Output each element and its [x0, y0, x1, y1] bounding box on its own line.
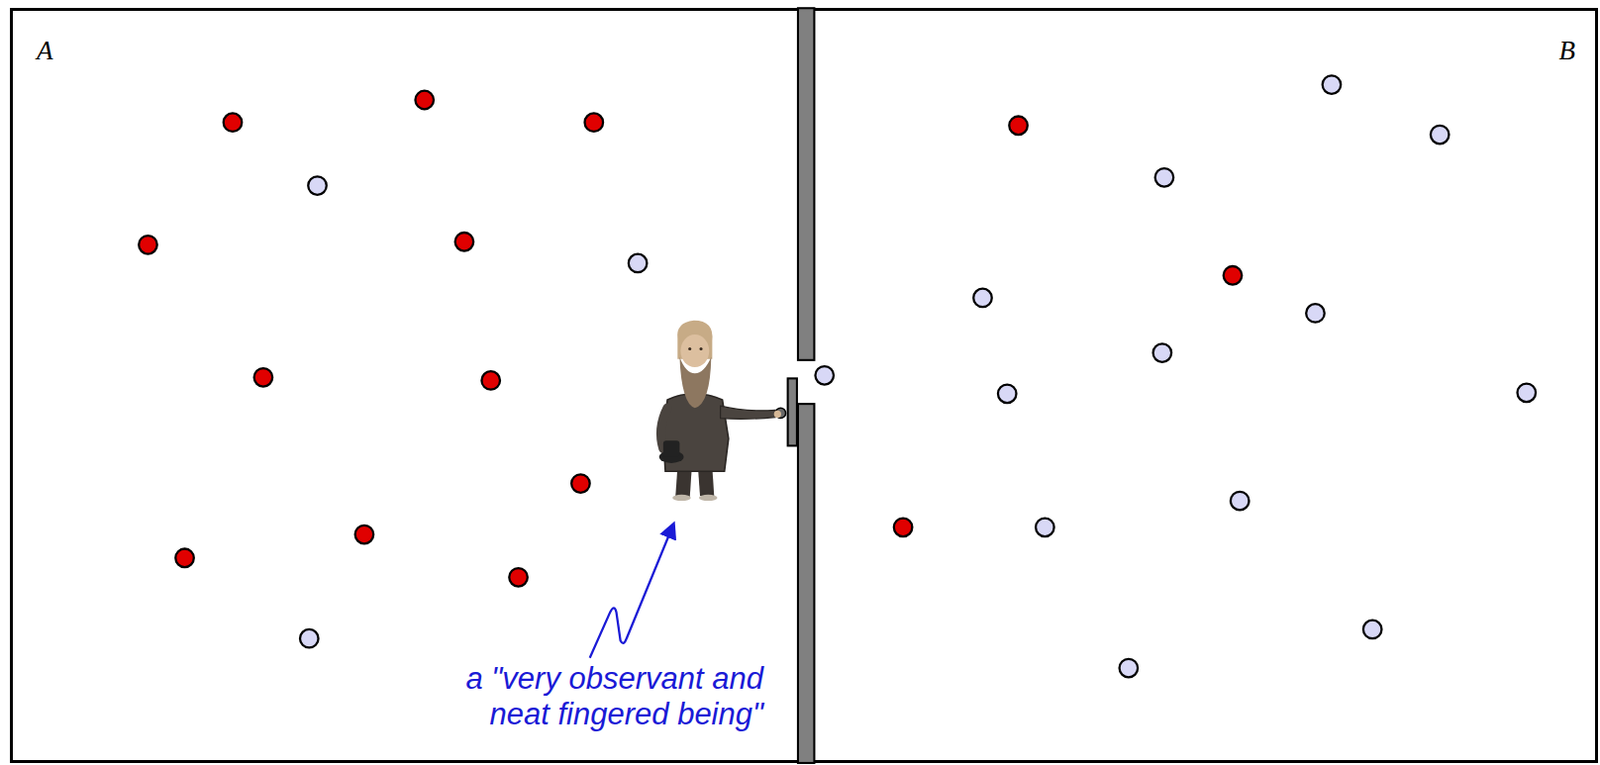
hot-molecule	[254, 368, 274, 388]
pointer-arrow	[590, 524, 675, 659]
trapdoor	[788, 378, 798, 446]
demon-figure	[659, 320, 782, 501]
wall-upper	[798, 7, 814, 361]
hot-molecule	[1223, 266, 1243, 286]
cold-molecule	[998, 385, 1017, 404]
cold-molecule	[1230, 492, 1250, 511]
cold-molecule	[300, 629, 319, 649]
demon-hat	[663, 440, 680, 457]
cold-molecule	[814, 366, 834, 386]
hot-molecule	[585, 112, 604, 132]
demon-eye	[688, 347, 692, 351]
hot-molecule	[414, 91, 434, 110]
cold-molecule	[1363, 620, 1383, 640]
hot-molecule	[455, 232, 475, 252]
cold-molecule	[307, 176, 327, 196]
cold-molecule	[1155, 168, 1175, 188]
chamber-label: A	[36, 36, 799, 67]
cold-molecule	[1305, 303, 1325, 323]
hot-molecule	[138, 235, 158, 255]
hot-molecule	[508, 568, 528, 588]
demon-arm	[720, 405, 777, 419]
wall-lower	[798, 403, 814, 764]
chamber-label: B	[813, 36, 1576, 67]
demon-beard	[679, 357, 711, 409]
cold-molecule	[1153, 343, 1173, 363]
cold-molecule	[1119, 659, 1139, 679]
hot-molecule	[894, 518, 913, 538]
hot-molecule	[175, 548, 195, 568]
hot-molecule	[571, 474, 591, 494]
cold-molecule	[1517, 384, 1537, 403]
demon-shoe	[672, 495, 692, 501]
gas-chamber: A	[9, 7, 799, 764]
cold-molecule	[973, 289, 993, 308]
gas-chamber: B	[813, 7, 1599, 764]
hot-molecule	[355, 525, 375, 545]
callout-note: a "very observant and neat fingered bein…	[421, 661, 764, 733]
cold-molecule	[1322, 75, 1342, 95]
demon-shoe	[699, 495, 718, 501]
demon-face	[680, 334, 709, 368]
cold-molecule	[1430, 125, 1450, 145]
cold-molecule	[628, 254, 648, 274]
hot-molecule	[1008, 115, 1028, 135]
demon-hand	[774, 410, 782, 418]
demon-eye	[699, 347, 702, 351]
cold-molecule	[1035, 518, 1055, 538]
hot-molecule	[481, 371, 500, 391]
hot-molecule	[223, 112, 243, 132]
